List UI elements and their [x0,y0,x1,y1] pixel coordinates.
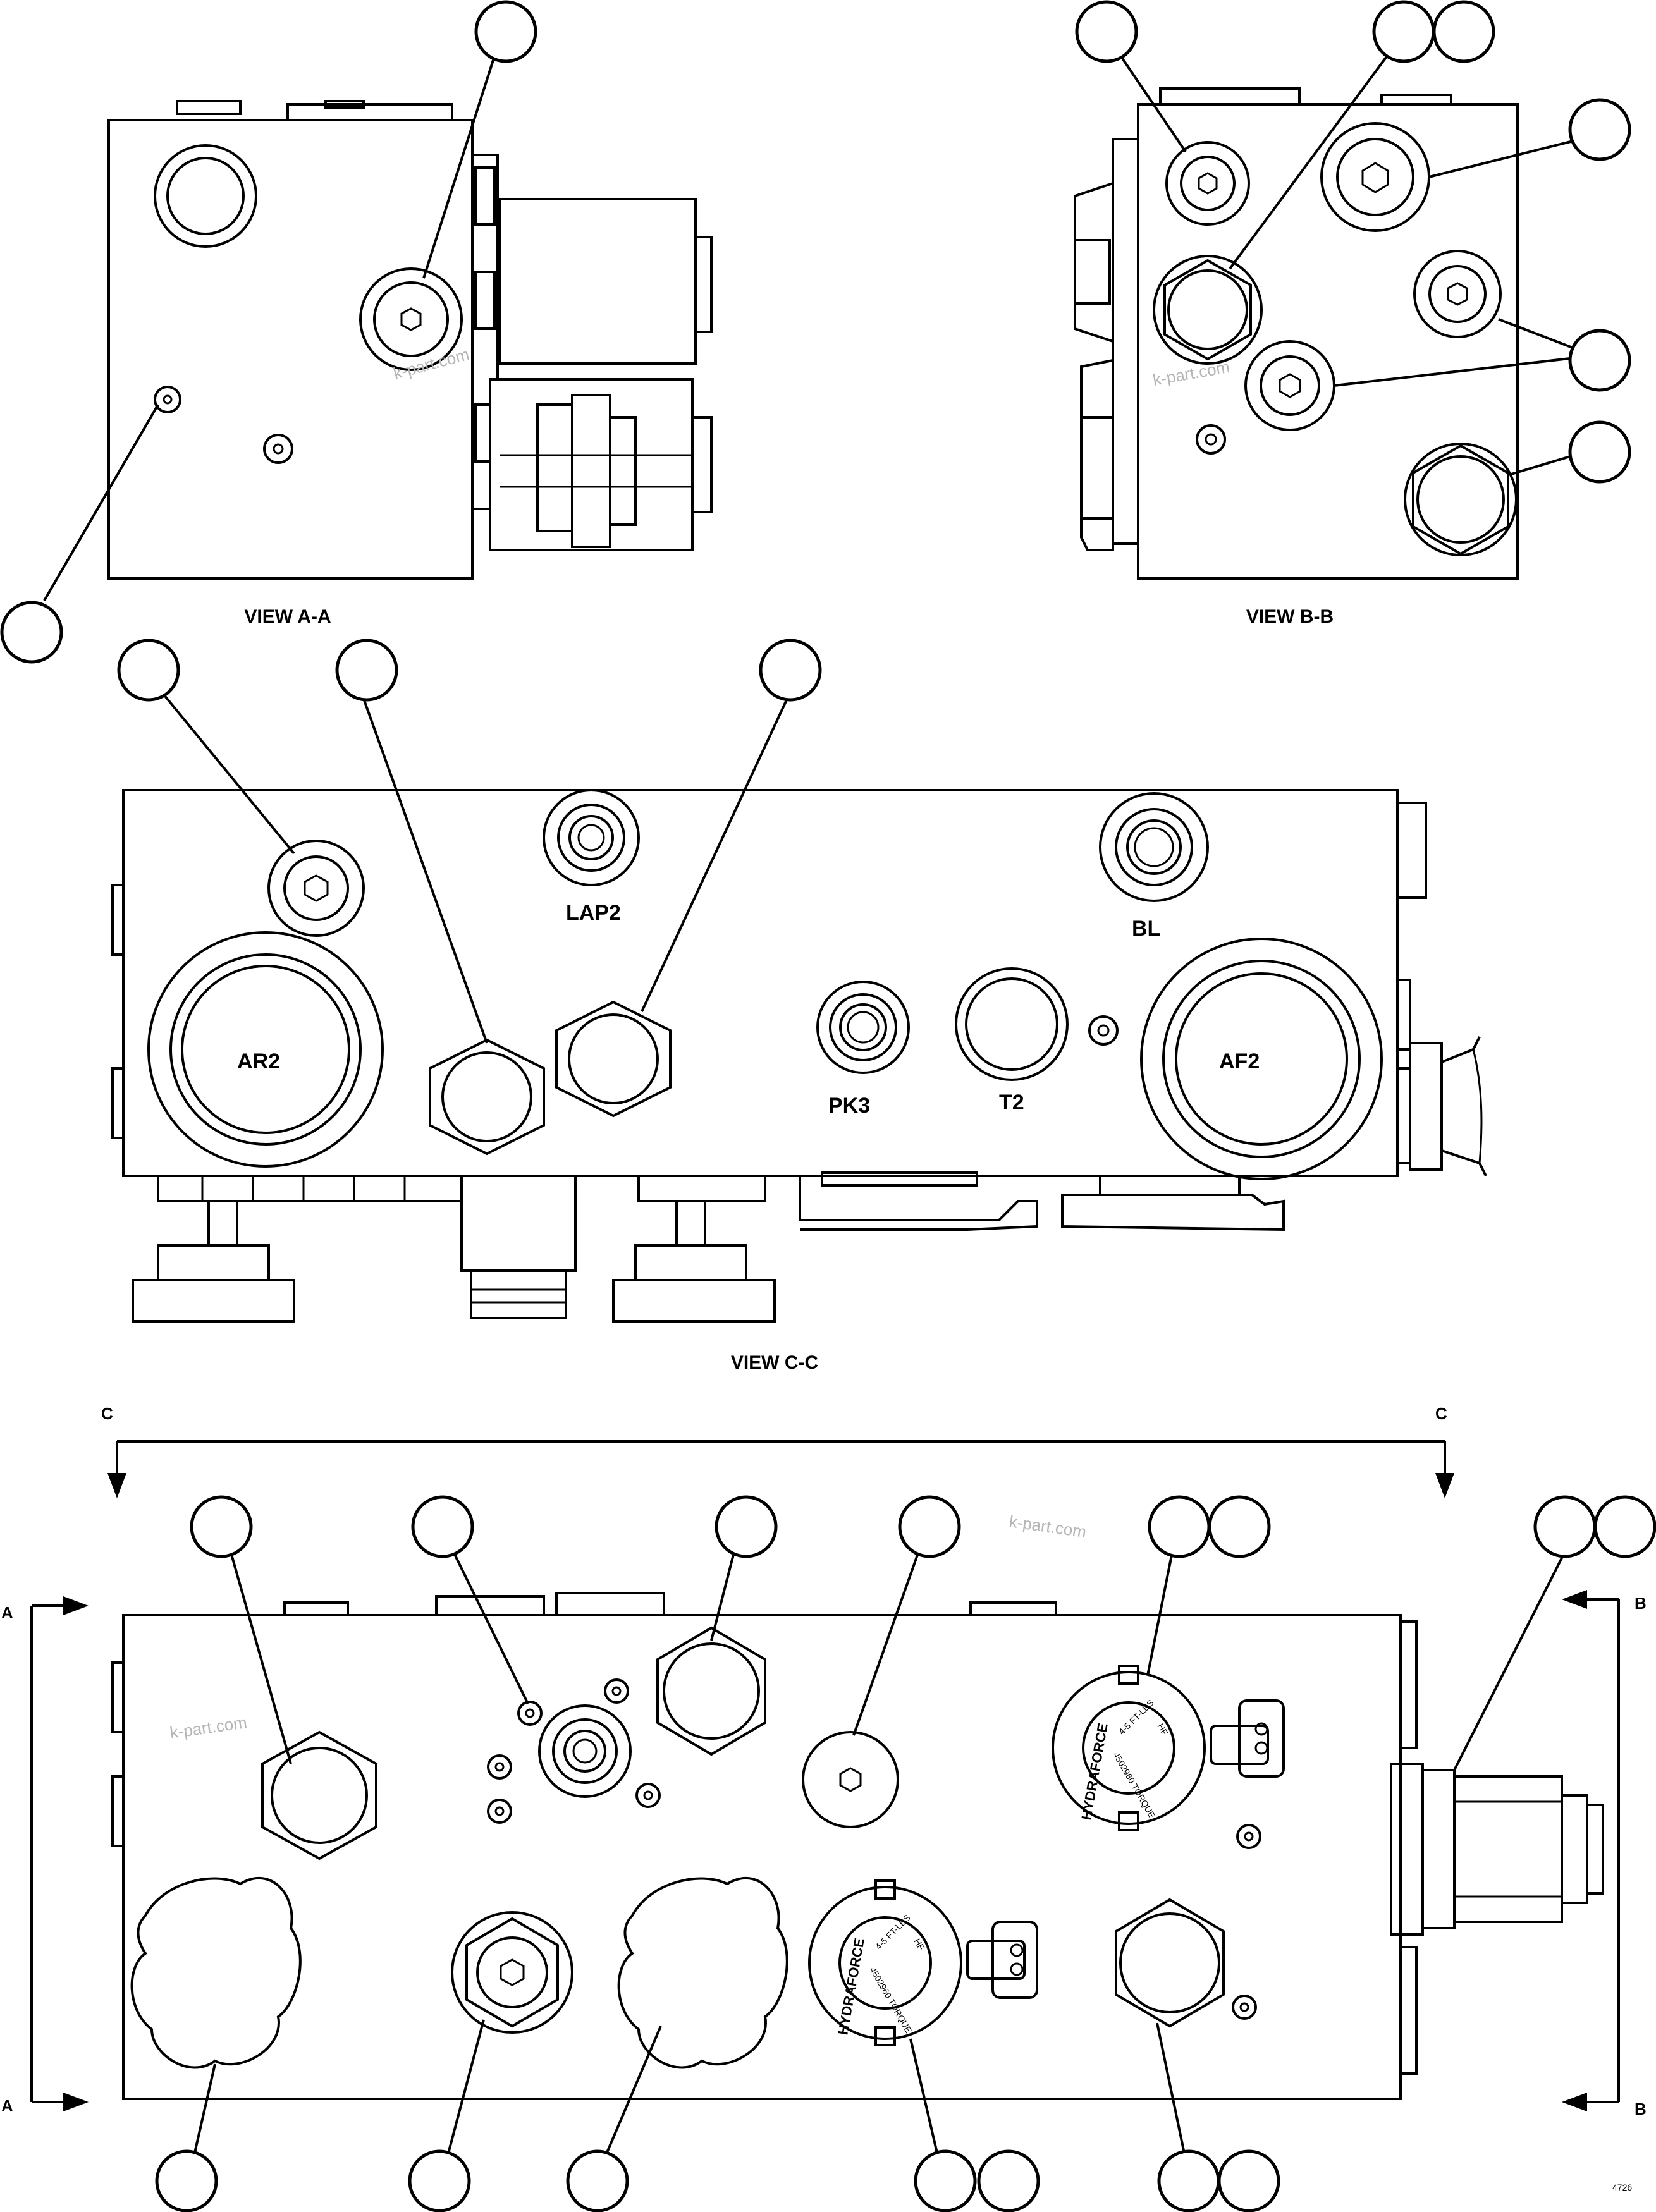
callout-balloon [759,639,822,702]
section-b-top-mark: B [1635,1594,1647,1613]
callout-balloon [408,2149,471,2212]
port-af2-label: AF2 [1219,1049,1260,1073]
view-a-a: k-part.com VIEW A-A [107,100,713,627]
callout-balloon [155,2149,218,2212]
callout-balloon [898,1495,961,1558]
callout-balloon [1568,329,1631,392]
port-ar2-label: AR2 [237,1049,280,1073]
callout-balloon [1208,1495,1271,1558]
section-a-bottom-mark: A [1,2096,13,2115]
port-bl-label: BL [1132,917,1160,941]
callout-balloon [474,0,537,63]
callout-balloon [411,1495,474,1558]
view-c-label: VIEW C-C [731,1352,818,1373]
main-top-view: C C A A B B [1,1404,1647,2192]
callout-balloon [335,639,398,702]
port-t2-label: T2 [999,1091,1024,1115]
section-b-bottom-mark: B [1635,2099,1647,2118]
callout-balloon [1372,0,1435,63]
callout-balloon [1217,2149,1280,2212]
section-a-top-mark: A [1,1603,13,1622]
callout-balloon [1568,98,1631,161]
view-b-label: VIEW B-B [1246,606,1334,627]
figure-code: 4726 [1612,2182,1632,2192]
callout-balloon [1075,0,1138,63]
section-c-right-mark: C [1435,1404,1447,1423]
view-b-b: k-part.com VIEW B-B [1074,87,1519,627]
callout-balloon [190,1495,253,1558]
port-lap2-label: LAP2 [566,901,621,925]
watermark-text: k-part.com [1008,1512,1088,1541]
view-b-block [1137,103,1519,580]
main-block [122,1614,1402,2100]
callout-balloon [566,2149,629,2212]
view-a-label: VIEW A-A [244,606,331,627]
view-a-block [107,119,474,580]
callout-balloon [1157,2149,1220,2212]
callout-balloon [1568,420,1631,484]
port-pk3-label: PK3 [828,1094,870,1118]
callout-balloon [977,2149,1040,2212]
view-c-c: LAP2 BL AR2 PK3 T2 A [111,789,1487,1373]
callout-balloon [1148,1495,1211,1558]
callout-balloon [1593,1495,1656,1558]
callout-balloon [117,639,180,702]
callout-balloon [715,1495,778,1558]
callout-balloon [1432,0,1495,63]
callout-balloon [0,601,63,664]
callout-balloon [1533,1495,1597,1558]
callout-balloon [914,2149,977,2212]
section-c-left-mark: C [101,1404,113,1423]
